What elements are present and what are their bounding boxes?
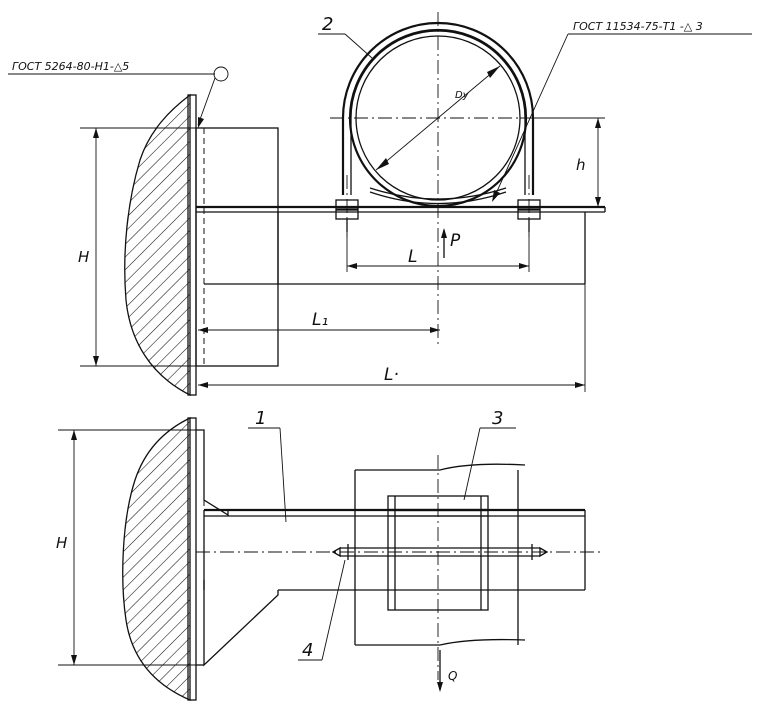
Q-label: Q — [448, 669, 457, 683]
H-label-bottom: Н — [56, 534, 67, 552]
diameter-label: Dу — [455, 90, 470, 101]
P-label: P — [450, 231, 461, 251]
mounting-plate-bottom — [196, 429, 279, 667]
position-1-label: 1 — [255, 408, 266, 429]
h-label: h — [576, 156, 586, 174]
dimension-L-total — [198, 284, 586, 392]
weld-leader-right — [492, 33, 752, 202]
position-2-leader — [318, 33, 373, 59]
position-3-leader — [463, 427, 516, 501]
wall-section-top — [124, 93, 197, 397]
dimension-L1 — [198, 327, 440, 333]
L-total-label: L· — [384, 365, 399, 385]
position-4-label: 4 — [302, 640, 313, 661]
centerlines-top — [330, 12, 548, 345]
position-4-leader — [298, 559, 346, 661]
weld-label-left: ГОСТ 5264-80-Н1-△5 — [12, 60, 129, 73]
support-frame-bottom — [354, 463, 526, 646]
load-P-arrow — [441, 228, 447, 258]
position-3-label: 3 — [492, 408, 503, 429]
cantilever-beam-top — [196, 205, 606, 285]
dimension-h — [520, 117, 605, 207]
wall-section-bottom — [122, 416, 197, 701]
position-2-label: 2 — [322, 14, 333, 35]
load-Q-arrow — [437, 650, 443, 692]
dimension-H-bottom — [58, 429, 196, 666]
diameter-dimension — [375, 65, 501, 171]
dimension-L-small — [346, 232, 530, 272]
weld-label-right: ГОСТ 11534-75-Т1 -△ 3 — [573, 20, 703, 33]
centerlines-bottom — [196, 455, 600, 680]
L-small-label: L — [408, 247, 417, 267]
H-label-top: Н — [78, 248, 89, 266]
position-1-leader — [248, 427, 287, 523]
L1-label: L₁ — [312, 310, 328, 330]
dimension-H-top — [80, 127, 196, 367]
weld-leader-left — [8, 66, 229, 128]
